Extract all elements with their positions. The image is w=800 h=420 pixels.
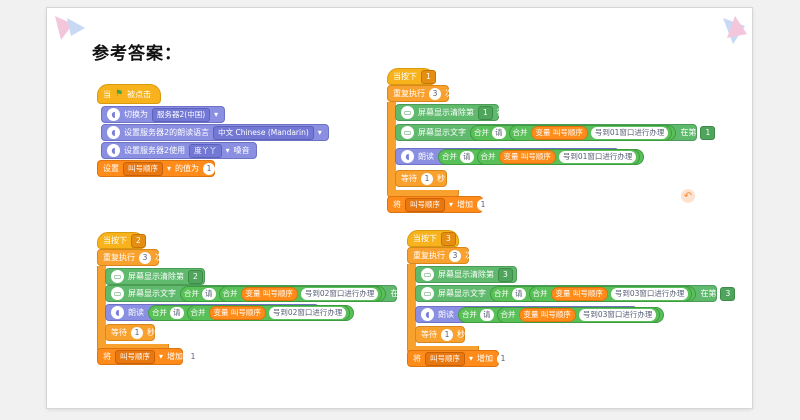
wait-input[interactable]: 1: [131, 326, 143, 339]
read-text-block[interactable]: ◖ 朗读 合并 请 合并 变量 叫号顺序 号到01窗口进行办理: [395, 148, 645, 165]
suffix-text[interactable]: 号到03窗口进行办理: [610, 287, 689, 300]
key-dropdown[interactable]: 2: [131, 233, 146, 248]
when-flag-clicked-block[interactable]: 当 ⚑ 被点击: [97, 84, 161, 104]
clear-row-block[interactable]: ▭ 屏幕显示清除第 2 行: [105, 268, 215, 285]
screen-icon: ▭: [401, 126, 414, 139]
join-reporter[interactable]: 合并 请 合并 变量 叫号顺序 号到01窗口进行办理: [470, 124, 677, 141]
undo-icon[interactable]: ↶: [681, 189, 695, 203]
row-dropdown[interactable]: 3: [720, 286, 736, 301]
increment-input[interactable]: 1: [187, 350, 200, 363]
speaker-icon: ◖: [107, 126, 120, 139]
speaker-icon: ◖: [107, 144, 120, 157]
repeat-count-input[interactable]: 3: [429, 87, 441, 100]
wait-input[interactable]: 1: [441, 328, 453, 341]
increment-input[interactable]: 1: [477, 198, 490, 211]
suffix-text[interactable]: 号到01窗口进行办理: [590, 126, 669, 139]
display-text-block[interactable]: ▭ 屏幕显示文字 合并 请 合并 变量 叫号顺序 号到03窗口进行办理 在第 3…: [415, 285, 747, 302]
variable-reporter[interactable]: 变量 叫号顺序: [550, 286, 608, 301]
key-dropdown[interactable]: 1: [421, 69, 436, 84]
wait-block[interactable]: 等待 1 秒: [415, 326, 465, 343]
variable-dropdown[interactable]: 叫号顺序: [115, 349, 155, 364]
variable-reporter[interactable]: 变量 叫号顺序: [530, 125, 588, 140]
speaker-icon: ◖: [401, 150, 414, 163]
row-dropdown[interactable]: 3: [498, 267, 513, 282]
screen-icon: ▭: [111, 270, 124, 283]
suffix-text[interactable]: 号到03窗口进行办理: [578, 308, 657, 321]
read-text-block[interactable]: ◖ 朗读 合并 请 合并 变量 叫号顺序 号到03窗口进行办理: [415, 306, 665, 323]
screen-icon: ▭: [421, 287, 434, 300]
when-key-pressed-block[interactable]: 当按下 2 键: [97, 232, 158, 249]
speaker-icon: ◖: [107, 108, 120, 121]
corner-decoration-left: [55, 16, 85, 40]
join-reporter[interactable]: 合并 请 合并 变量 叫号顺序 号到03窗口进行办理: [490, 285, 697, 302]
increment-input[interactable]: 1: [497, 352, 510, 365]
speaker-icon: ◖: [111, 306, 124, 319]
suffix-text[interactable]: 号到01窗口进行办理: [558, 150, 637, 163]
variable-dropdown[interactable]: 叫号顺序: [405, 197, 445, 212]
change-variable-block[interactable]: 将 叫号顺序 ▾ 增加 1: [97, 348, 200, 365]
variable-reporter[interactable]: 变量 叫号顺序: [208, 305, 266, 320]
change-variable-block[interactable]: 将 叫号顺序 ▾ 增加 1: [387, 196, 490, 213]
repeat-arm: [97, 266, 106, 350]
screen-icon: ▭: [111, 287, 124, 300]
clear-row-block[interactable]: ▭ 屏幕显示清除第 1 行: [395, 104, 505, 121]
screen-icon: ▭: [401, 106, 414, 119]
variable-dropdown[interactable]: 叫号顺序: [123, 161, 163, 176]
green-flag-icon: ⚑: [115, 89, 124, 99]
suffix-text[interactable]: 号到02窗口进行办理: [300, 287, 379, 300]
key-dropdown[interactable]: 3: [441, 231, 456, 246]
clear-row-block[interactable]: ▭ 屏幕显示清除第 3 行: [415, 266, 525, 283]
repeat-block[interactable]: 重复执行 3 次: [407, 247, 473, 264]
row-dropdown[interactable]: 1: [700, 125, 716, 140]
repeat-count-input[interactable]: 3: [449, 249, 461, 262]
set-language-block[interactable]: ◖ 设置服务器2的朗读语言 中文 Chinese (Mandarin) ▾: [101, 124, 329, 141]
repeat-arm: [407, 264, 416, 350]
value-input[interactable]: 1: [203, 162, 216, 175]
repeat-count-input[interactable]: 3: [139, 251, 151, 264]
slide: 参考答案： 当 ⚑ 被点击 ◖ 切换为 服务器2(中国) ▾ ◖ 设置服务器2的…: [47, 8, 752, 408]
speaker-icon: ◖: [421, 308, 434, 321]
row-dropdown[interactable]: 2: [188, 269, 203, 284]
display-text-block[interactable]: ▭ 屏幕显示文字 合并 请 合并 变量 叫号顺序 号到01窗口进行办理 在第 1…: [395, 124, 727, 141]
server-dropdown[interactable]: 服务器2(中国): [152, 107, 211, 122]
variable-dropdown[interactable]: 叫号顺序: [425, 351, 465, 366]
language-dropdown[interactable]: 中文 Chinese (Mandarin): [213, 125, 314, 140]
display-text-block[interactable]: ▭ 屏幕显示文字 合并 请 合并 变量 叫号顺序 号到02窗口进行办理 在第 2…: [105, 285, 437, 302]
wait-block[interactable]: 等待 1 秒: [395, 170, 447, 187]
join-reporter[interactable]: 合并 请 合并 变量 叫号顺序 号到02窗口进行办理: [180, 285, 387, 302]
repeat-arm: [387, 102, 396, 194]
wait-block[interactable]: 等待 1 秒: [105, 324, 155, 341]
repeat-block[interactable]: 重复执行 3 次: [387, 85, 453, 102]
variable-reporter[interactable]: 变量 叫号顺序: [518, 307, 576, 322]
join-reporter[interactable]: 合并 请 合并 变量 叫号顺序 号到01窗口进行办理: [438, 148, 645, 165]
variable-reporter[interactable]: 变量 叫号顺序: [498, 149, 556, 164]
when-key-pressed-block[interactable]: 当按下 1 键: [387, 68, 448, 85]
set-voice-block[interactable]: ◖ 设置服务器2使用 度丫丫 ▾ 嗓音: [101, 142, 257, 159]
change-variable-block[interactable]: 将 叫号顺序 ▾ 增加 1: [407, 350, 510, 367]
suffix-text[interactable]: 号到02窗口进行办理: [268, 306, 347, 319]
wait-input[interactable]: 1: [421, 172, 433, 185]
set-variable-block[interactable]: 设置 叫号顺序 ▾ 的值为 1: [97, 160, 216, 177]
join-reporter[interactable]: 合并 请 合并 变量 叫号顺序 号到02窗口进行办理: [148, 304, 355, 321]
voice-dropdown[interactable]: 度丫丫: [189, 143, 222, 158]
page-title: 参考答案：: [92, 44, 182, 64]
variable-reporter[interactable]: 变量 叫号顺序: [240, 286, 298, 301]
read-text-block[interactable]: ◖ 朗读 合并 请 合并 变量 叫号顺序 号到02窗口进行办理: [105, 304, 355, 321]
screen-icon: ▭: [421, 268, 434, 281]
repeat-block[interactable]: 重复执行 3 次: [97, 249, 163, 266]
corner-decoration-right: [723, 16, 747, 44]
when-key-pressed-block[interactable]: 当按下 3 键: [407, 230, 468, 247]
row-dropdown[interactable]: 1: [478, 105, 493, 120]
join-reporter[interactable]: 合并 请 合并 变量 叫号顺序 号到03窗口进行办理: [458, 306, 665, 323]
switch-server-block[interactable]: ◖ 切换为 服务器2(中国) ▾: [101, 106, 225, 123]
